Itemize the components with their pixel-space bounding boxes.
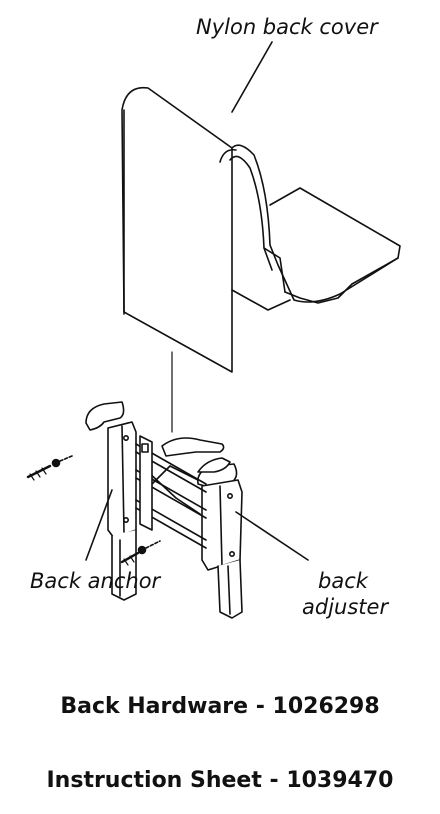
screw-left-upper — [26, 455, 73, 481]
back-adjuster — [197, 463, 243, 619]
back-cover-leader-line — [231, 41, 273, 113]
instruction-sheet-caption: Instruction Sheet - 1039470 — [46, 768, 394, 793]
screw-left-lower — [120, 540, 161, 566]
back-hardware-caption: Back Hardware - 1026298 — [60, 694, 380, 719]
back-adjuster-leader-line — [235, 511, 309, 561]
back-adjuster-label-line1: back — [318, 569, 369, 593]
nylon-back-cover — [121, 86, 401, 373]
back-cover-label: Nylon back cover — [196, 15, 379, 39]
adjuster-mechanism — [135, 435, 231, 549]
back-anchor — [85, 401, 137, 601]
back-anchor-leader-line — [85, 489, 113, 561]
back-anchor-label: Back anchor — [30, 569, 162, 593]
back-adjuster-label-line2: adjuster — [302, 595, 389, 619]
